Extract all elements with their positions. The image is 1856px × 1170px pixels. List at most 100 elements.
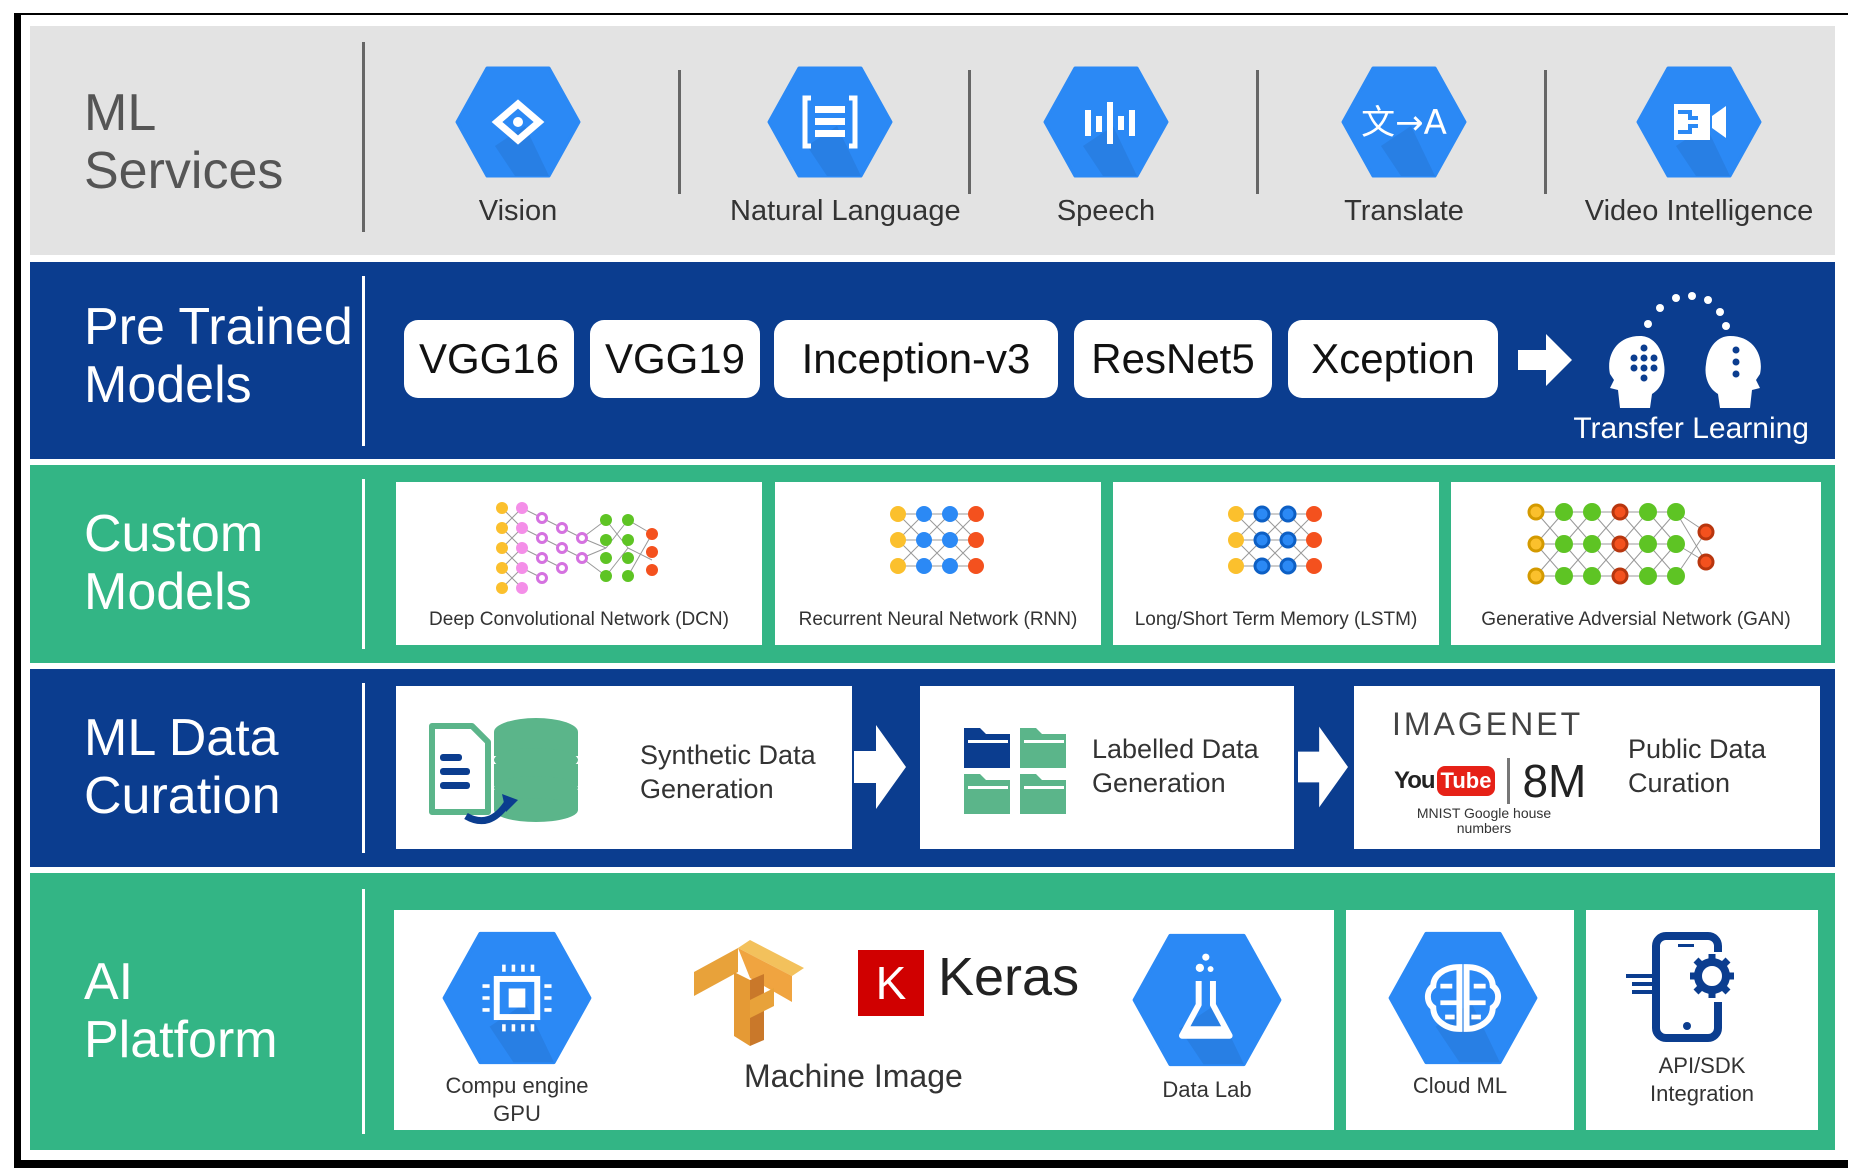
service-speech[interactable]: Speech bbox=[1006, 66, 1206, 228]
step-label-line: Labelled Data bbox=[1092, 734, 1259, 764]
title-line: Models bbox=[84, 563, 252, 621]
model-card-label: Deep Convolutional Network (DCN) bbox=[429, 609, 729, 630]
caption-line: MNIST Google house bbox=[1416, 805, 1552, 821]
tensorflow-icon bbox=[694, 940, 804, 1046]
keras-label: Keras bbox=[938, 947, 1080, 1007]
compute-engine-label: Compu engine GPU bbox=[432, 1072, 602, 1128]
ml-services-title: ML Services bbox=[84, 84, 283, 200]
cloud-ml-label: Cloud ML bbox=[1412, 1073, 1508, 1098]
model-pill-vgg19[interactable]: VGG19 bbox=[590, 320, 760, 398]
youtube-logo-tube: Tube bbox=[1436, 766, 1496, 796]
lstm-network-icon bbox=[1228, 505, 1322, 575]
youtube-8m-logo: You Tube 8M bbox=[1394, 754, 1586, 808]
video-intelligence-icon bbox=[1636, 66, 1762, 178]
transfer-learning-icon bbox=[1609, 292, 1761, 408]
platform-card-cloud-ml[interactable]: Cloud ML bbox=[1346, 910, 1574, 1130]
service-translate[interactable]: 文→A Translate bbox=[1304, 66, 1504, 228]
ai-platform-title: AI Platform bbox=[84, 953, 278, 1069]
model-pill-inception-v3[interactable]: Inception-v3 bbox=[774, 320, 1058, 398]
title-line: ML Data bbox=[84, 709, 279, 767]
youtube-8m-count: 8M bbox=[1522, 755, 1587, 807]
custom-models-row: Custom Models Deep Convolutional Network… bbox=[30, 465, 1835, 663]
service-video-intelligence[interactable]: Video Intelligence bbox=[1584, 66, 1814, 228]
model-card-label: Generative Adversial Network (GAN) bbox=[1481, 609, 1791, 630]
model-card-dcn[interactable]: Deep Convolutional Network (DCN) bbox=[396, 482, 762, 645]
step-synthetic-data[interactable]: Synthetic Data Generation bbox=[396, 686, 852, 849]
compute-engine-icon bbox=[442, 931, 592, 1065]
frame-bottom-border bbox=[14, 1160, 1848, 1168]
row-divider bbox=[362, 479, 365, 649]
ai-platform-row: AI Platform Compu engine GPU K Keras Mac… bbox=[30, 873, 1835, 1150]
dcn-network-icon bbox=[496, 502, 658, 594]
step-label-line: Curation bbox=[1628, 768, 1731, 798]
service-vision[interactable]: Vision bbox=[418, 66, 618, 228]
service-label: Natural Language bbox=[730, 195, 961, 227]
row-divider bbox=[362, 683, 365, 853]
speech-icon bbox=[1043, 66, 1169, 178]
step-label-line: Generation bbox=[640, 774, 774, 804]
label-line: GPU bbox=[493, 1101, 541, 1126]
model-pill-resnet5[interactable]: ResNet5 bbox=[1074, 320, 1272, 398]
pretrained-title: Pre Trained Models bbox=[84, 298, 353, 414]
rnn-network-icon bbox=[890, 506, 984, 574]
document-database-icon bbox=[429, 718, 578, 825]
natural-language-icon bbox=[767, 66, 893, 178]
imagenet-logo: IMAGENET bbox=[1392, 706, 1584, 742]
caption-line: numbers bbox=[1456, 820, 1512, 836]
model-card-rnn[interactable]: Recurrent Neural Network (RNN) bbox=[775, 482, 1101, 645]
public-dataset-caption: MNIST Google house numbers bbox=[1384, 806, 1584, 836]
youtube-logo-you: You bbox=[1394, 767, 1436, 794]
service-separator bbox=[1544, 70, 1547, 194]
step-public-data[interactable]: IMAGENET You Tube 8M MNIST Google house … bbox=[1354, 686, 1820, 849]
service-label: Vision bbox=[478, 195, 558, 227]
api-sdk-phone-icon bbox=[1626, 932, 1736, 1042]
label-line: API/SDK bbox=[1658, 1053, 1746, 1078]
step-label: Synthetic Data Generation bbox=[640, 738, 816, 806]
vision-icon bbox=[455, 66, 581, 178]
model-pill-vgg16[interactable]: VGG16 bbox=[404, 320, 574, 398]
step-label-line: Generation bbox=[1092, 768, 1226, 798]
title-line: Curation bbox=[84, 767, 281, 825]
data-lab-label: Data Lab bbox=[1162, 1077, 1252, 1102]
data-curation-title: ML Data Curation bbox=[84, 709, 281, 825]
title-line: AI bbox=[84, 953, 134, 1011]
model-card-label: Long/Short Term Memory (LSTM) bbox=[1134, 609, 1418, 630]
platform-card-compute[interactable]: Compu engine GPU K Keras Machine Image D… bbox=[394, 910, 1334, 1130]
keras-logo-icon: K bbox=[858, 950, 924, 1016]
arrow-right-icon bbox=[1518, 334, 1572, 386]
step-label-line: Public Data bbox=[1628, 734, 1767, 764]
title-line: Services bbox=[84, 142, 284, 200]
step-label: Public Data Curation bbox=[1628, 732, 1766, 800]
custom-models-title: Custom Models bbox=[84, 505, 263, 621]
frame-top-border bbox=[14, 13, 1848, 15]
machine-image-label: Machine Image bbox=[744, 1058, 963, 1094]
service-separator bbox=[968, 70, 971, 194]
model-pill-xception[interactable]: Xception bbox=[1288, 320, 1498, 398]
title-line: Pre Trained bbox=[84, 298, 353, 356]
data-lab-icon bbox=[1132, 933, 1282, 1067]
step-label: Labelled Data Generation bbox=[1092, 732, 1259, 800]
service-separator bbox=[678, 70, 681, 194]
api-sdk-label: API/SDK Integration bbox=[1586, 1052, 1818, 1108]
service-label: Video Intelligence bbox=[1584, 195, 1814, 227]
pretrained-models-row: Pre Trained Models VGG16 VGG19 Inception… bbox=[30, 262, 1835, 459]
arrow-right-icon bbox=[854, 725, 906, 809]
model-card-lstm[interactable]: Long/Short Term Memory (LSTM) bbox=[1113, 482, 1439, 645]
service-natural-language[interactable]: Natural Language bbox=[730, 66, 961, 228]
label-line: Compu engine bbox=[445, 1073, 589, 1098]
arrow-right-icon bbox=[1298, 726, 1348, 808]
frame-left-border bbox=[14, 13, 21, 1163]
row-divider bbox=[362, 276, 365, 446]
service-label: Speech bbox=[1056, 195, 1156, 227]
svg-text:文→A: 文→A bbox=[1361, 103, 1447, 143]
platform-card-api-sdk[interactable]: API/SDK Integration bbox=[1586, 910, 1818, 1130]
row-divider bbox=[362, 42, 365, 232]
label-line: Integration bbox=[1650, 1081, 1754, 1106]
step-label-line: Synthetic Data bbox=[640, 740, 816, 770]
logo-separator bbox=[1507, 758, 1511, 804]
translate-icon: 文→A bbox=[1341, 66, 1467, 178]
title-line: Custom bbox=[84, 505, 264, 563]
step-labelled-data[interactable]: Labelled Data Generation bbox=[920, 686, 1294, 849]
model-card-gan[interactable]: Generative Adversial Network (GAN) bbox=[1451, 482, 1821, 645]
transfer-learning-label: Transfer Learning bbox=[1573, 412, 1809, 445]
